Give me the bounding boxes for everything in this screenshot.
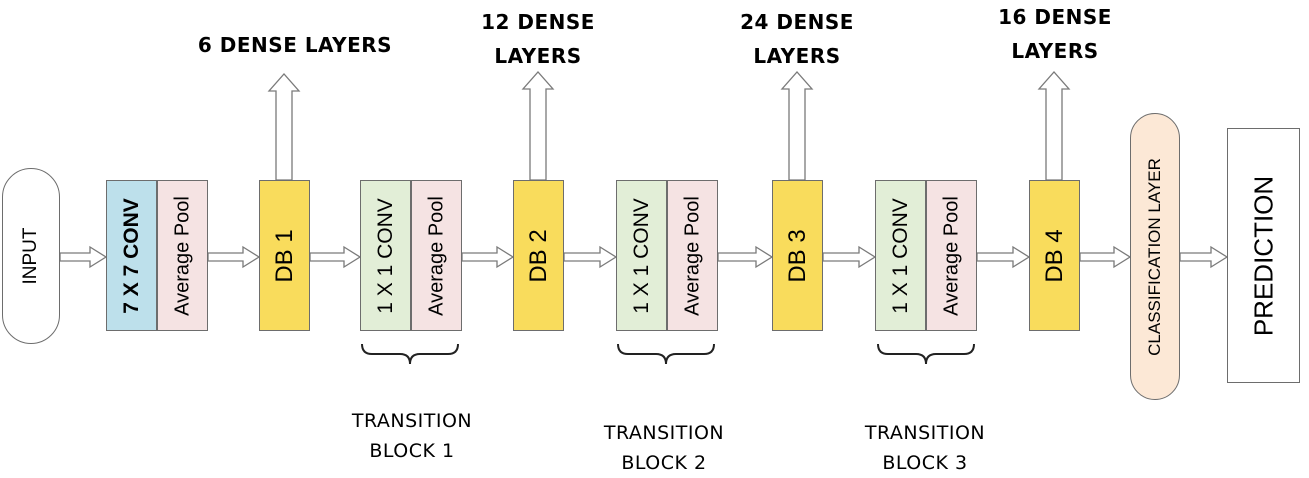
dense-layers-label-1: 6 DENSE LAYERS [197,33,393,57]
arrow-db3-up [780,71,814,181]
dense-block-2: DB 2 [513,180,564,331]
avg-pool-block-4: Average Pool [926,180,977,331]
transition-label-2: TRANSITION BLOCK 2 [564,418,764,478]
transition-label-3-line1: TRANSITION [864,422,986,444]
dense-block-1: DB 1 [259,180,310,331]
transition-label-3-line2: BLOCK 3 [882,452,968,474]
dense-layers-label-2-line2: LAYERS [494,44,582,68]
transition-label-1: TRANSITION BLOCK 1 [312,406,512,466]
arrow-transition3-to-db4 [976,245,1031,269]
transition-brace-1 [361,343,459,365]
arrow-db2-to-transition2 [563,245,618,269]
transition-brace-2 [617,343,715,365]
arrow-transition2-to-db3 [717,245,774,269]
prediction-node: PREDICTION [1227,128,1300,383]
avg-pool-block-2: Average Pool [411,180,462,331]
arrow-db4-up [1037,71,1071,181]
dense-block-3: DB 3 [772,180,823,331]
transition-label-2-line2: BLOCK 2 [621,452,707,474]
transition-label-1-line2: BLOCK 1 [369,440,455,462]
transition-brace-3 [877,343,975,365]
arrow-classification-to-prediction [1179,245,1229,269]
dense-block-4: DB 4 [1029,180,1080,331]
dense-layers-label-3: 24 DENSE LAYERS [722,5,872,73]
dense-layers-label-2: 12 DENSE LAYERS [463,5,613,73]
avg-pool-block-1: Average Pool [157,180,208,331]
arrow-db2-up [521,71,555,181]
arrow-input-to-conv [59,245,108,269]
conv-1x1-block-1: 1 X 1 CONV [360,180,411,331]
dense-layers-label-3-line2: LAYERS [753,44,841,68]
classification-layer: CLASSIFICATION LAYER [1130,113,1180,400]
arrow-db4-to-classification [1079,245,1132,269]
transition-label-3: TRANSITION BLOCK 3 [825,418,1025,478]
dense-layers-label-2-line1: 12 DENSE [481,10,595,34]
transition-label-2-line1: TRANSITION [603,422,725,444]
arrow-db1-up [267,73,301,181]
arrow-transition1-to-db2 [461,245,515,269]
avg-pool-block-3: Average Pool [667,180,718,331]
conv-7x7-block: 7 X 7 CONV [106,180,157,331]
dense-layers-label-3-line1: 24 DENSE [740,10,854,34]
arrow-pool-to-db1 [207,245,261,269]
arrow-db1-to-transition1 [309,245,362,269]
transition-label-1-line1: TRANSITION [351,410,473,432]
dense-layers-label-4: 16 DENSE LAYERS [980,0,1130,68]
dense-layers-label-4-line1: 16 DENSE [998,5,1112,29]
conv-1x1-block-3: 1 X 1 CONV [875,180,926,331]
arrow-db3-to-transition3 [822,245,877,269]
conv-1x1-block-2: 1 X 1 CONV [616,180,667,331]
input-node: INPUT [2,168,60,344]
dense-layers-label-4-line2: LAYERS [1011,39,1099,63]
